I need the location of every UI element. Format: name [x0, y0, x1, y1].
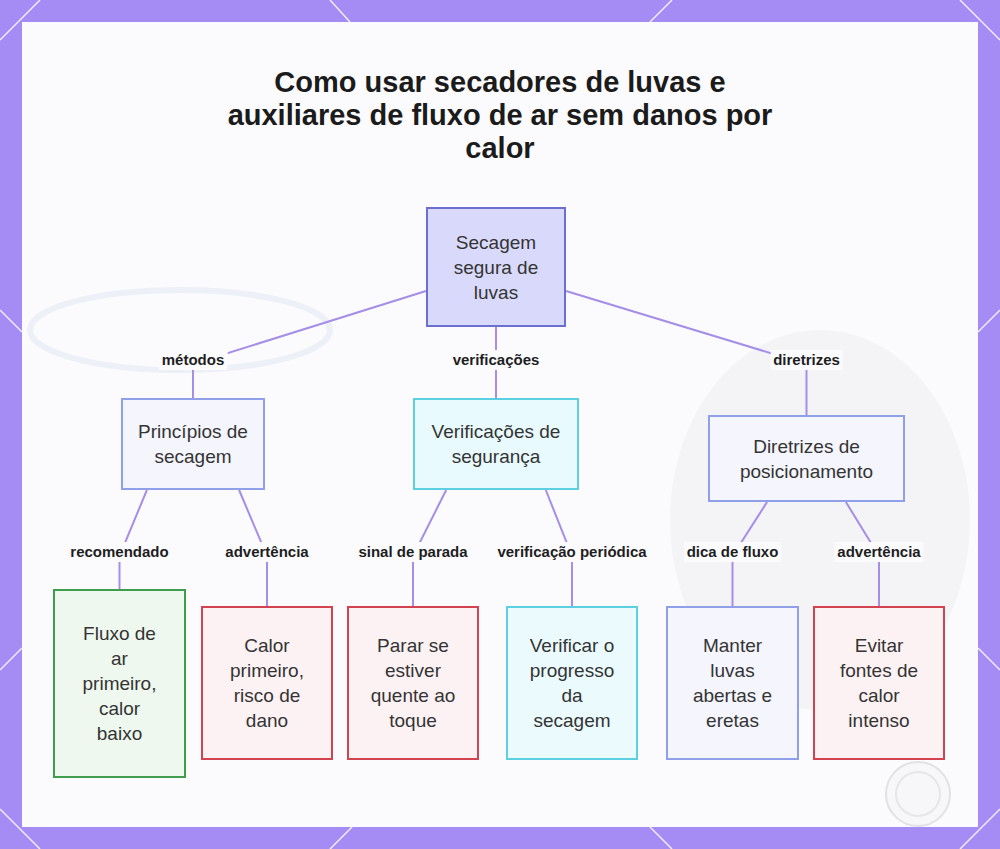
node-text: Princípios de secagem	[135, 419, 251, 469]
inner-panel	[22, 22, 978, 827]
edge-label: diretrizes	[770, 350, 843, 370]
edge-label: recomendado	[67, 542, 171, 562]
category-box: Diretrizes de posicionamento	[708, 415, 905, 502]
edge-label: dica de fluxo	[684, 542, 782, 562]
background-blur	[30, 290, 330, 370]
node-text: Manter luvas abertas e eretas	[686, 633, 779, 733]
edge-label: verificação periódica	[494, 542, 649, 562]
connector-line	[193, 291, 426, 398]
logo-badge	[896, 772, 940, 816]
edge-label: advertência	[834, 542, 923, 562]
check-box: Verificar o progresso da secagem	[506, 606, 638, 760]
recommendation-box: Fluxo de ar primeiro, calor baixo	[53, 589, 186, 778]
warning-box: Parar se estiver quente ao toque	[347, 606, 479, 760]
category-box: Princípios de secagem	[121, 398, 265, 490]
root-box: Secagem segura de luvas	[426, 207, 566, 327]
diagram-title: Como usar secadores de luvas e auxiliare…	[210, 66, 790, 165]
node-text: Verificar o progresso da secagem	[522, 633, 622, 733]
edge-label: advertência	[222, 542, 311, 562]
edge-label: verificações	[450, 350, 543, 370]
node-text: Evitar fontes de calor intenso	[835, 633, 923, 733]
node-text: Secagem segura de luvas	[442, 230, 550, 305]
warning-box: Calor primeiro, risco de dano	[201, 606, 333, 760]
category-box: Verificações de segurança	[413, 398, 579, 490]
logo-badge	[886, 762, 950, 826]
edge-label: métodos	[159, 350, 228, 370]
edge-label: sinal de parada	[355, 542, 470, 562]
connector-line	[120, 490, 147, 589]
node-text: Calor primeiro, risco de dano	[221, 633, 313, 733]
warning-box: Evitar fontes de calor intenso	[813, 606, 945, 760]
tip-box: Manter luvas abertas e eretas	[666, 606, 799, 760]
node-text: Diretrizes de posicionamento	[722, 434, 891, 484]
node-text: Parar se estiver quente ao toque	[367, 633, 459, 733]
node-text: Verificações de segurança	[427, 419, 565, 469]
node-text: Fluxo de ar primeiro, calor baixo	[75, 621, 164, 746]
